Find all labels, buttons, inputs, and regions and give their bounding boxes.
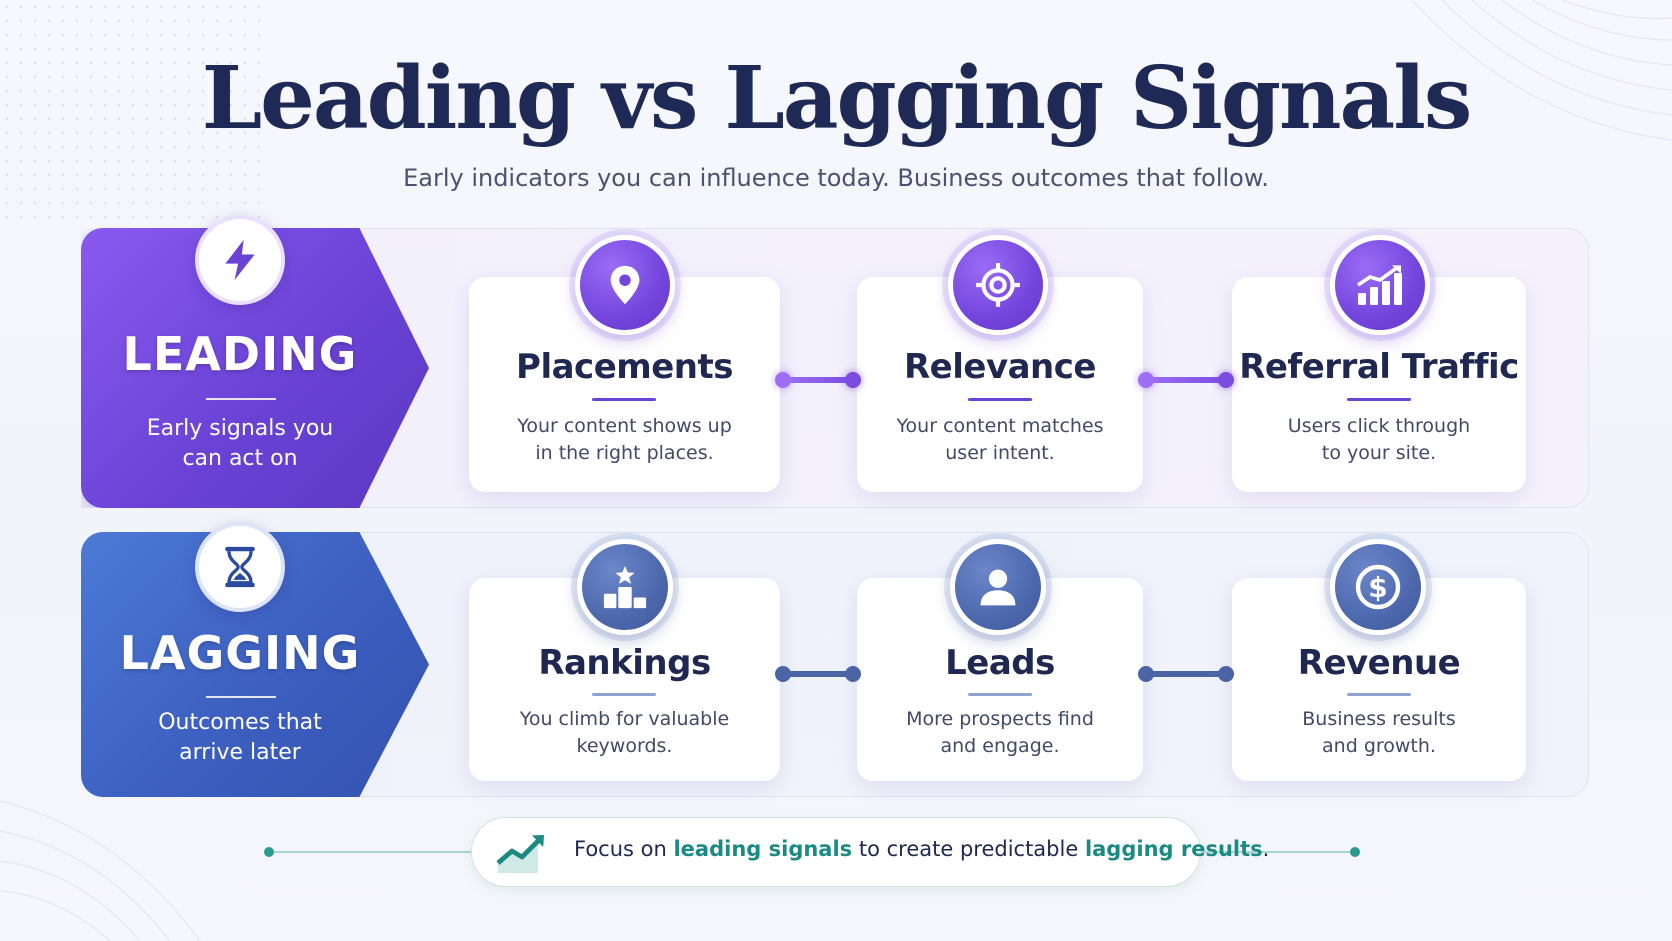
card-description-line2: and growth. — [1322, 735, 1436, 757]
wave-lines-decoration — [1411, 0, 1672, 141]
page-subtitle: Early indicators you can influence today… — [403, 164, 1269, 192]
lagging-label: LAGGING — [119, 626, 361, 680]
card-description: Your content matches user intent. — [857, 413, 1143, 467]
card-description-line1: You climb for valuable — [519, 708, 730, 730]
lagging-badge — [195, 522, 285, 612]
connector-dot — [775, 372, 791, 388]
card-description: Business results and growth. — [1232, 706, 1526, 760]
lightning-bolt-icon — [225, 239, 255, 281]
callout-text-part: Focus on — [574, 837, 674, 861]
card-description-line1: Business results — [1302, 708, 1456, 730]
lagging-description: Outcomes that arrive later — [101, 708, 379, 768]
lagging-description-line1: Outcomes that — [158, 710, 322, 735]
card-description-line1: Your content shows up — [517, 415, 732, 437]
card-description-line2: to your site. — [1321, 442, 1437, 464]
connector-dot — [1138, 666, 1154, 682]
connector-dot — [1218, 666, 1234, 682]
leading-label: LEADING — [122, 327, 358, 381]
card-description: More prospects find and engage. — [857, 706, 1143, 760]
card-divider — [968, 693, 1032, 696]
callout-text-part: to create predictable — [852, 837, 1085, 861]
card-title: Placements — [516, 347, 733, 387]
card-title: Referral Traffic — [1239, 347, 1519, 387]
card-description-line2: user intent. — [945, 442, 1055, 464]
card-divider — [1347, 693, 1411, 696]
lagging-divider — [206, 696, 276, 698]
connector-dot — [845, 666, 861, 682]
leading-badge — [195, 215, 285, 305]
card-description-line1: More prospects find — [906, 708, 1094, 730]
target-crosshair-icon — [976, 263, 1020, 307]
card-title: Leads — [945, 643, 1055, 683]
card-divider — [1347, 398, 1411, 401]
callout-pill — [471, 817, 1201, 887]
card-title: Revenue — [1297, 643, 1461, 683]
leading-divider — [206, 398, 276, 400]
placements-icon-circle — [575, 235, 675, 335]
connector-dot — [845, 372, 861, 388]
callout-highlight-lagging: lagging results — [1084, 837, 1263, 861]
relevance-icon-circle — [948, 235, 1048, 335]
podium-star-icon — [603, 565, 647, 609]
trend-up-icon — [496, 835, 544, 873]
dot-pattern-decoration — [0, 0, 260, 230]
callout-text-part: . — [1262, 837, 1270, 861]
callout-text: Focus on leading signals to create predi… — [574, 837, 1269, 861]
revenue-icon-circle: $ — [1330, 539, 1426, 635]
lagging-connector-1 — [781, 671, 857, 677]
referral-traffic-icon-circle — [1330, 235, 1430, 335]
card-description: Your content shows up in the right place… — [469, 413, 780, 467]
callout-dot-left — [264, 847, 274, 857]
wave-lines-decoration-bottom — [0, 800, 201, 941]
card-description-line1: Your content matches — [896, 415, 1104, 437]
leading-description: Early signals you can act on — [101, 414, 379, 474]
callout-dot-right — [1350, 847, 1360, 857]
page-title: Leading vs Lagging Signals — [201, 48, 1473, 149]
connector-dot — [1138, 372, 1154, 388]
card-divider — [592, 693, 656, 696]
card-description: Users click through to your site. — [1232, 413, 1526, 467]
svg-text:$: $ — [1368, 571, 1387, 604]
hourglass-icon — [225, 546, 255, 588]
growth-chart-icon — [1357, 265, 1402, 305]
callout-line-left — [268, 851, 471, 853]
rankings-icon-circle — [577, 539, 673, 635]
lagging-description-line2: arrive later — [179, 740, 301, 765]
card-description-line2: keywords. — [576, 735, 673, 757]
connector-dot — [775, 666, 791, 682]
leading-description-line2: can act on — [182, 446, 298, 471]
card-description-line1: Users click through — [1287, 415, 1471, 437]
card-divider — [592, 398, 656, 401]
card-description-line2: in the right places. — [535, 442, 714, 464]
card-description: You climb for valuable keywords. — [469, 706, 780, 760]
leads-icon-circle — [950, 539, 1046, 635]
connector-dot — [1218, 372, 1234, 388]
lagging-connector-2 — [1144, 671, 1230, 677]
leading-connector-1 — [781, 377, 857, 383]
leading-connector-2 — [1144, 377, 1230, 383]
user-icon — [980, 569, 1016, 606]
callout-line-right — [1201, 851, 1356, 853]
location-pin-icon — [610, 265, 640, 305]
dollar-coin-icon: $ — [1355, 564, 1401, 610]
card-title: Relevance — [904, 347, 1096, 387]
card-description-line2: and engage. — [940, 735, 1060, 757]
card-title: Rankings — [538, 643, 711, 683]
leading-description-line1: Early signals you — [146, 416, 334, 441]
callout-highlight-leading: leading signals — [673, 837, 853, 861]
card-divider — [968, 398, 1032, 401]
